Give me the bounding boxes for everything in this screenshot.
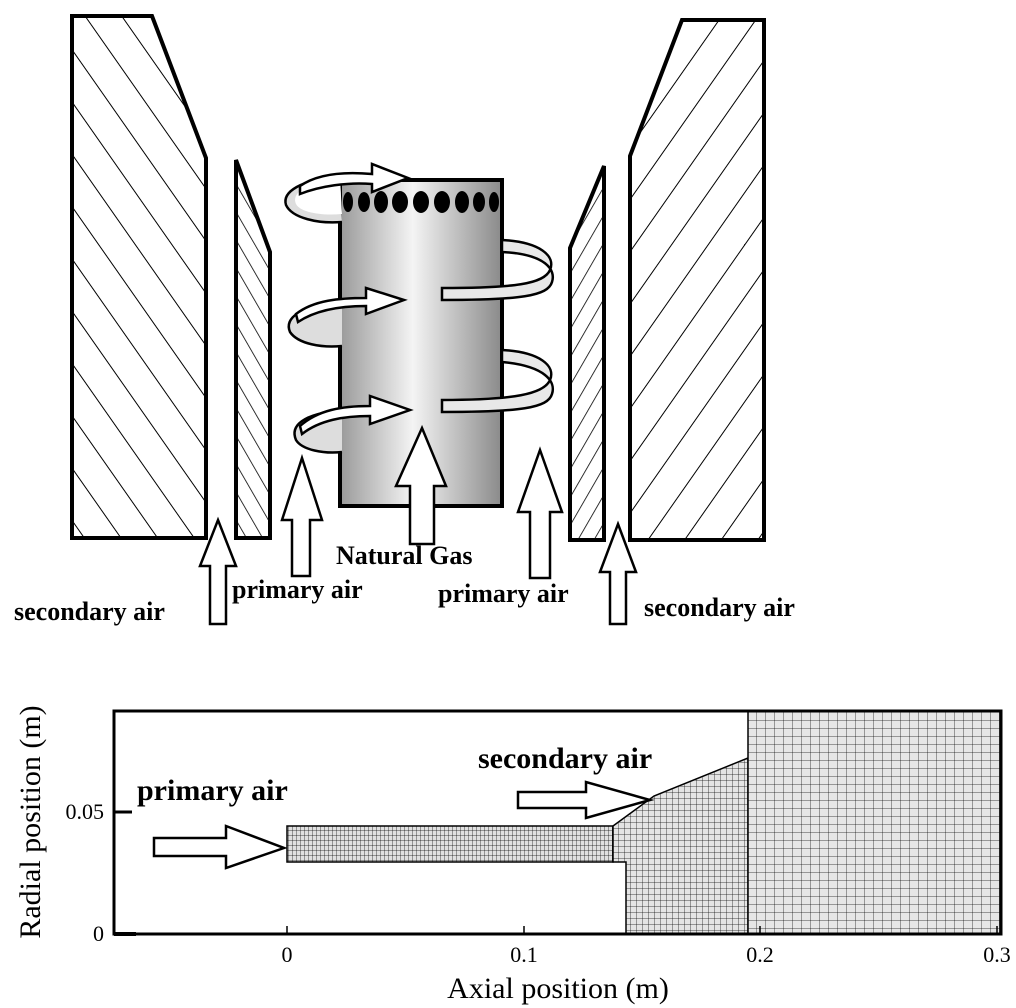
- x-tick-0.3: 0.3: [983, 942, 1011, 967]
- y-tick-0.05: 0.05: [66, 799, 105, 824]
- x-axis-title: Axial position (m): [447, 972, 669, 1005]
- outer-wall-left: [70, 14, 208, 540]
- secondary-air-right-label: secondary air: [644, 593, 795, 622]
- primary-air-right-label: primary air: [438, 579, 569, 608]
- mesh-chamber: [747, 710, 1002, 935]
- x-tick-0.1: 0.1: [510, 942, 538, 967]
- mesh-primary-air-label: primary air: [137, 774, 288, 807]
- plot-frame: [112, 709, 1003, 936]
- primary-air-left-label: primary air: [232, 575, 363, 604]
- secondary-air-left-label: secondary air: [14, 597, 165, 626]
- mesh-primary-channel: [286, 825, 614, 863]
- inner-wall-right: [568, 165, 606, 542]
- swirl-arrows: [284, 162, 555, 454]
- flow-arrows: [198, 424, 638, 626]
- inner-wall-left: [234, 159, 272, 540]
- injection-holes: [343, 191, 499, 213]
- natural-gas-label: Natural Gas: [336, 541, 473, 570]
- mesh-plot: primary air secondary air 0 0.1 0.2 0.3 …: [14, 705, 1011, 1005]
- burner-schematic: Natural Gas primary air primary air seco…: [14, 14, 795, 626]
- mesh-transition-region: [612, 756, 749, 935]
- y-axis-title: Radial position (m): [14, 705, 47, 938]
- axis-ticks: [114, 810, 998, 936]
- x-tick-0: 0: [282, 942, 293, 967]
- y-tick-0: 0: [93, 921, 104, 946]
- outer-wall-right: [628, 18, 766, 542]
- mesh-secondary-air-label: secondary air: [478, 742, 652, 775]
- x-tick-0.2: 0.2: [746, 942, 774, 967]
- primary-air-arrow: [152, 824, 288, 870]
- secondary-air-arrow: [516, 780, 655, 820]
